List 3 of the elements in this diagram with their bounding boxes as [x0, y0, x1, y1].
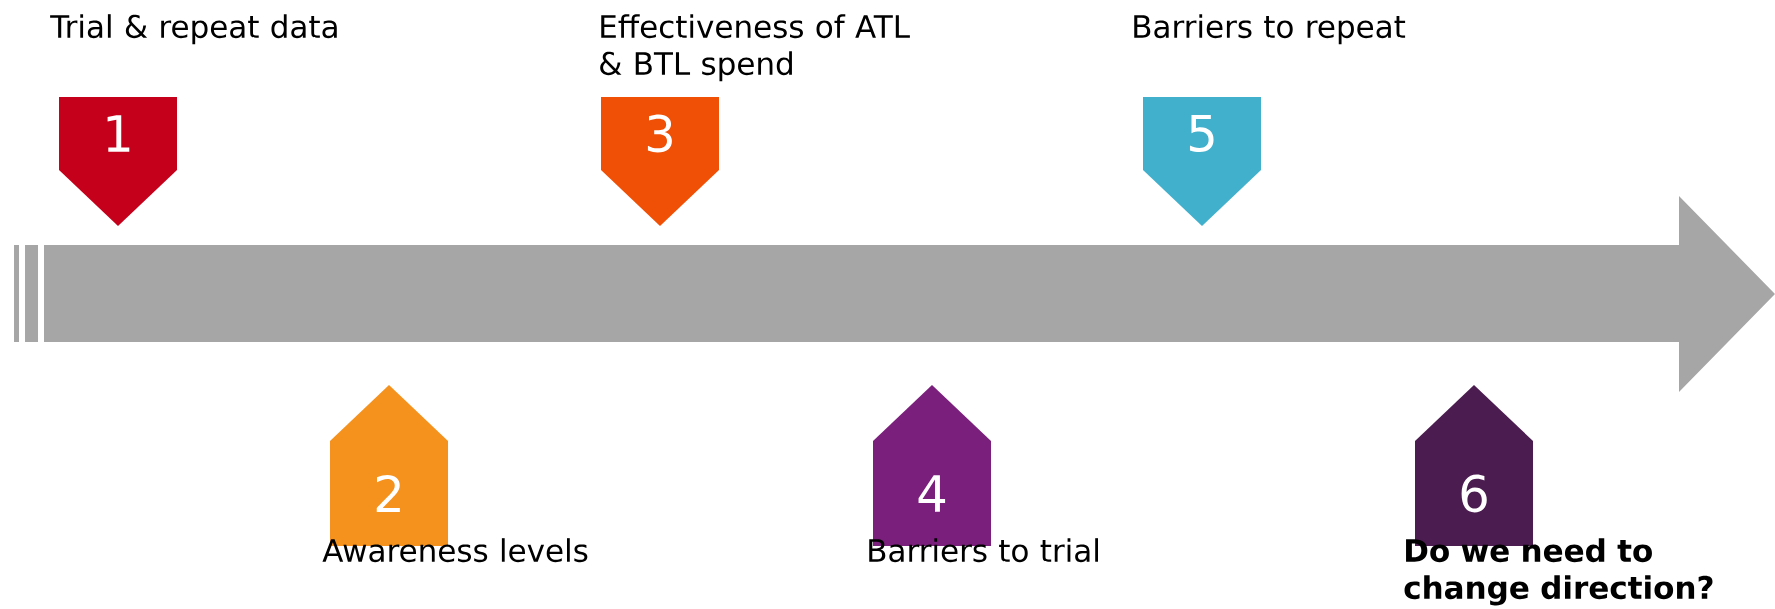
caption-text: Trial & repeat data — [50, 14, 337, 45]
caption-text: Effectiveness of ATL & BTL spend — [600, 14, 910, 82]
caption-text: Barriers to repeat — [1134, 14, 1406, 45]
